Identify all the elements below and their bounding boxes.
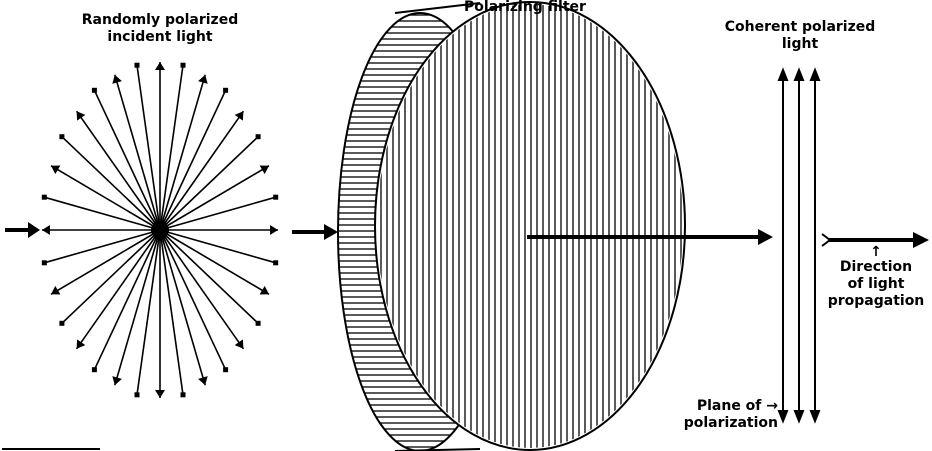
- coherent-label-line2: light: [710, 36, 890, 53]
- polarizing-filter: [338, 2, 685, 451]
- starburst-center: [151, 221, 169, 239]
- incident-ray-arrowhead: [77, 339, 86, 348]
- incident-ray-arrowhead: [235, 339, 244, 348]
- incident-ray-end: [256, 321, 261, 326]
- incident-ray: [77, 111, 160, 230]
- incident-light-label: Randomly polarized incident light: [70, 12, 250, 46]
- incident-ray-end: [181, 63, 186, 68]
- filter-label: Polarizing filter: [440, 0, 610, 14]
- incident-ray-end: [92, 88, 97, 93]
- incident-ray-end: [273, 260, 278, 265]
- coherent-label-line1: Coherent polarized: [710, 19, 890, 36]
- incident-ray: [160, 111, 243, 230]
- incident-ray-end: [135, 392, 140, 397]
- incident-ray-arrowhead: [155, 62, 165, 70]
- incident-ray-end: [92, 367, 97, 372]
- incident-ray-end: [59, 321, 64, 326]
- incident-ray-arrowhead: [270, 225, 278, 235]
- incident-ray-end: [223, 367, 228, 372]
- incident-ray-arrowhead: [42, 225, 50, 235]
- pre-filter-arrow: [292, 224, 338, 240]
- direction-label-line3: propagation: [824, 293, 928, 310]
- direction-label-line2: of light: [824, 276, 928, 293]
- incident-ray: [77, 230, 160, 349]
- incident-ray-arrowhead: [235, 111, 244, 120]
- incident-ray-end: [135, 63, 140, 68]
- incident-label-line1: Randomly polarized: [70, 12, 250, 29]
- direction-label: ↑ Direction of light propagation: [824, 246, 928, 310]
- incident-ray-end: [273, 195, 278, 200]
- coherent-light-label: Coherent polarized light: [710, 19, 890, 53]
- plane-label-line2: polarization: [668, 415, 778, 432]
- filter-label-text: Polarizing filter: [440, 0, 610, 14]
- incident-ray-end: [42, 260, 47, 265]
- input-arrow: [5, 222, 40, 238]
- incident-ray-end: [181, 392, 186, 397]
- plane-of-polarization-label: Plane of → polarization: [668, 398, 778, 432]
- incident-ray-end: [42, 195, 47, 200]
- incident-ray-end: [59, 134, 64, 139]
- direction-label-line1: Direction: [824, 259, 928, 276]
- incident-ray-arrowhead: [77, 111, 86, 120]
- coherent-polarized-light: [779, 70, 819, 421]
- incident-ray-arrowhead: [155, 390, 165, 398]
- incident-ray-end: [256, 134, 261, 139]
- filter-face-lines: [377, 4, 683, 448]
- plane-label-line1: Plane of →: [668, 398, 778, 415]
- direction-arrow-glyph: ↑: [824, 246, 928, 259]
- incident-ray: [160, 230, 243, 349]
- incident-ray-end: [223, 88, 228, 93]
- incident-label-line2: incident light: [70, 29, 250, 46]
